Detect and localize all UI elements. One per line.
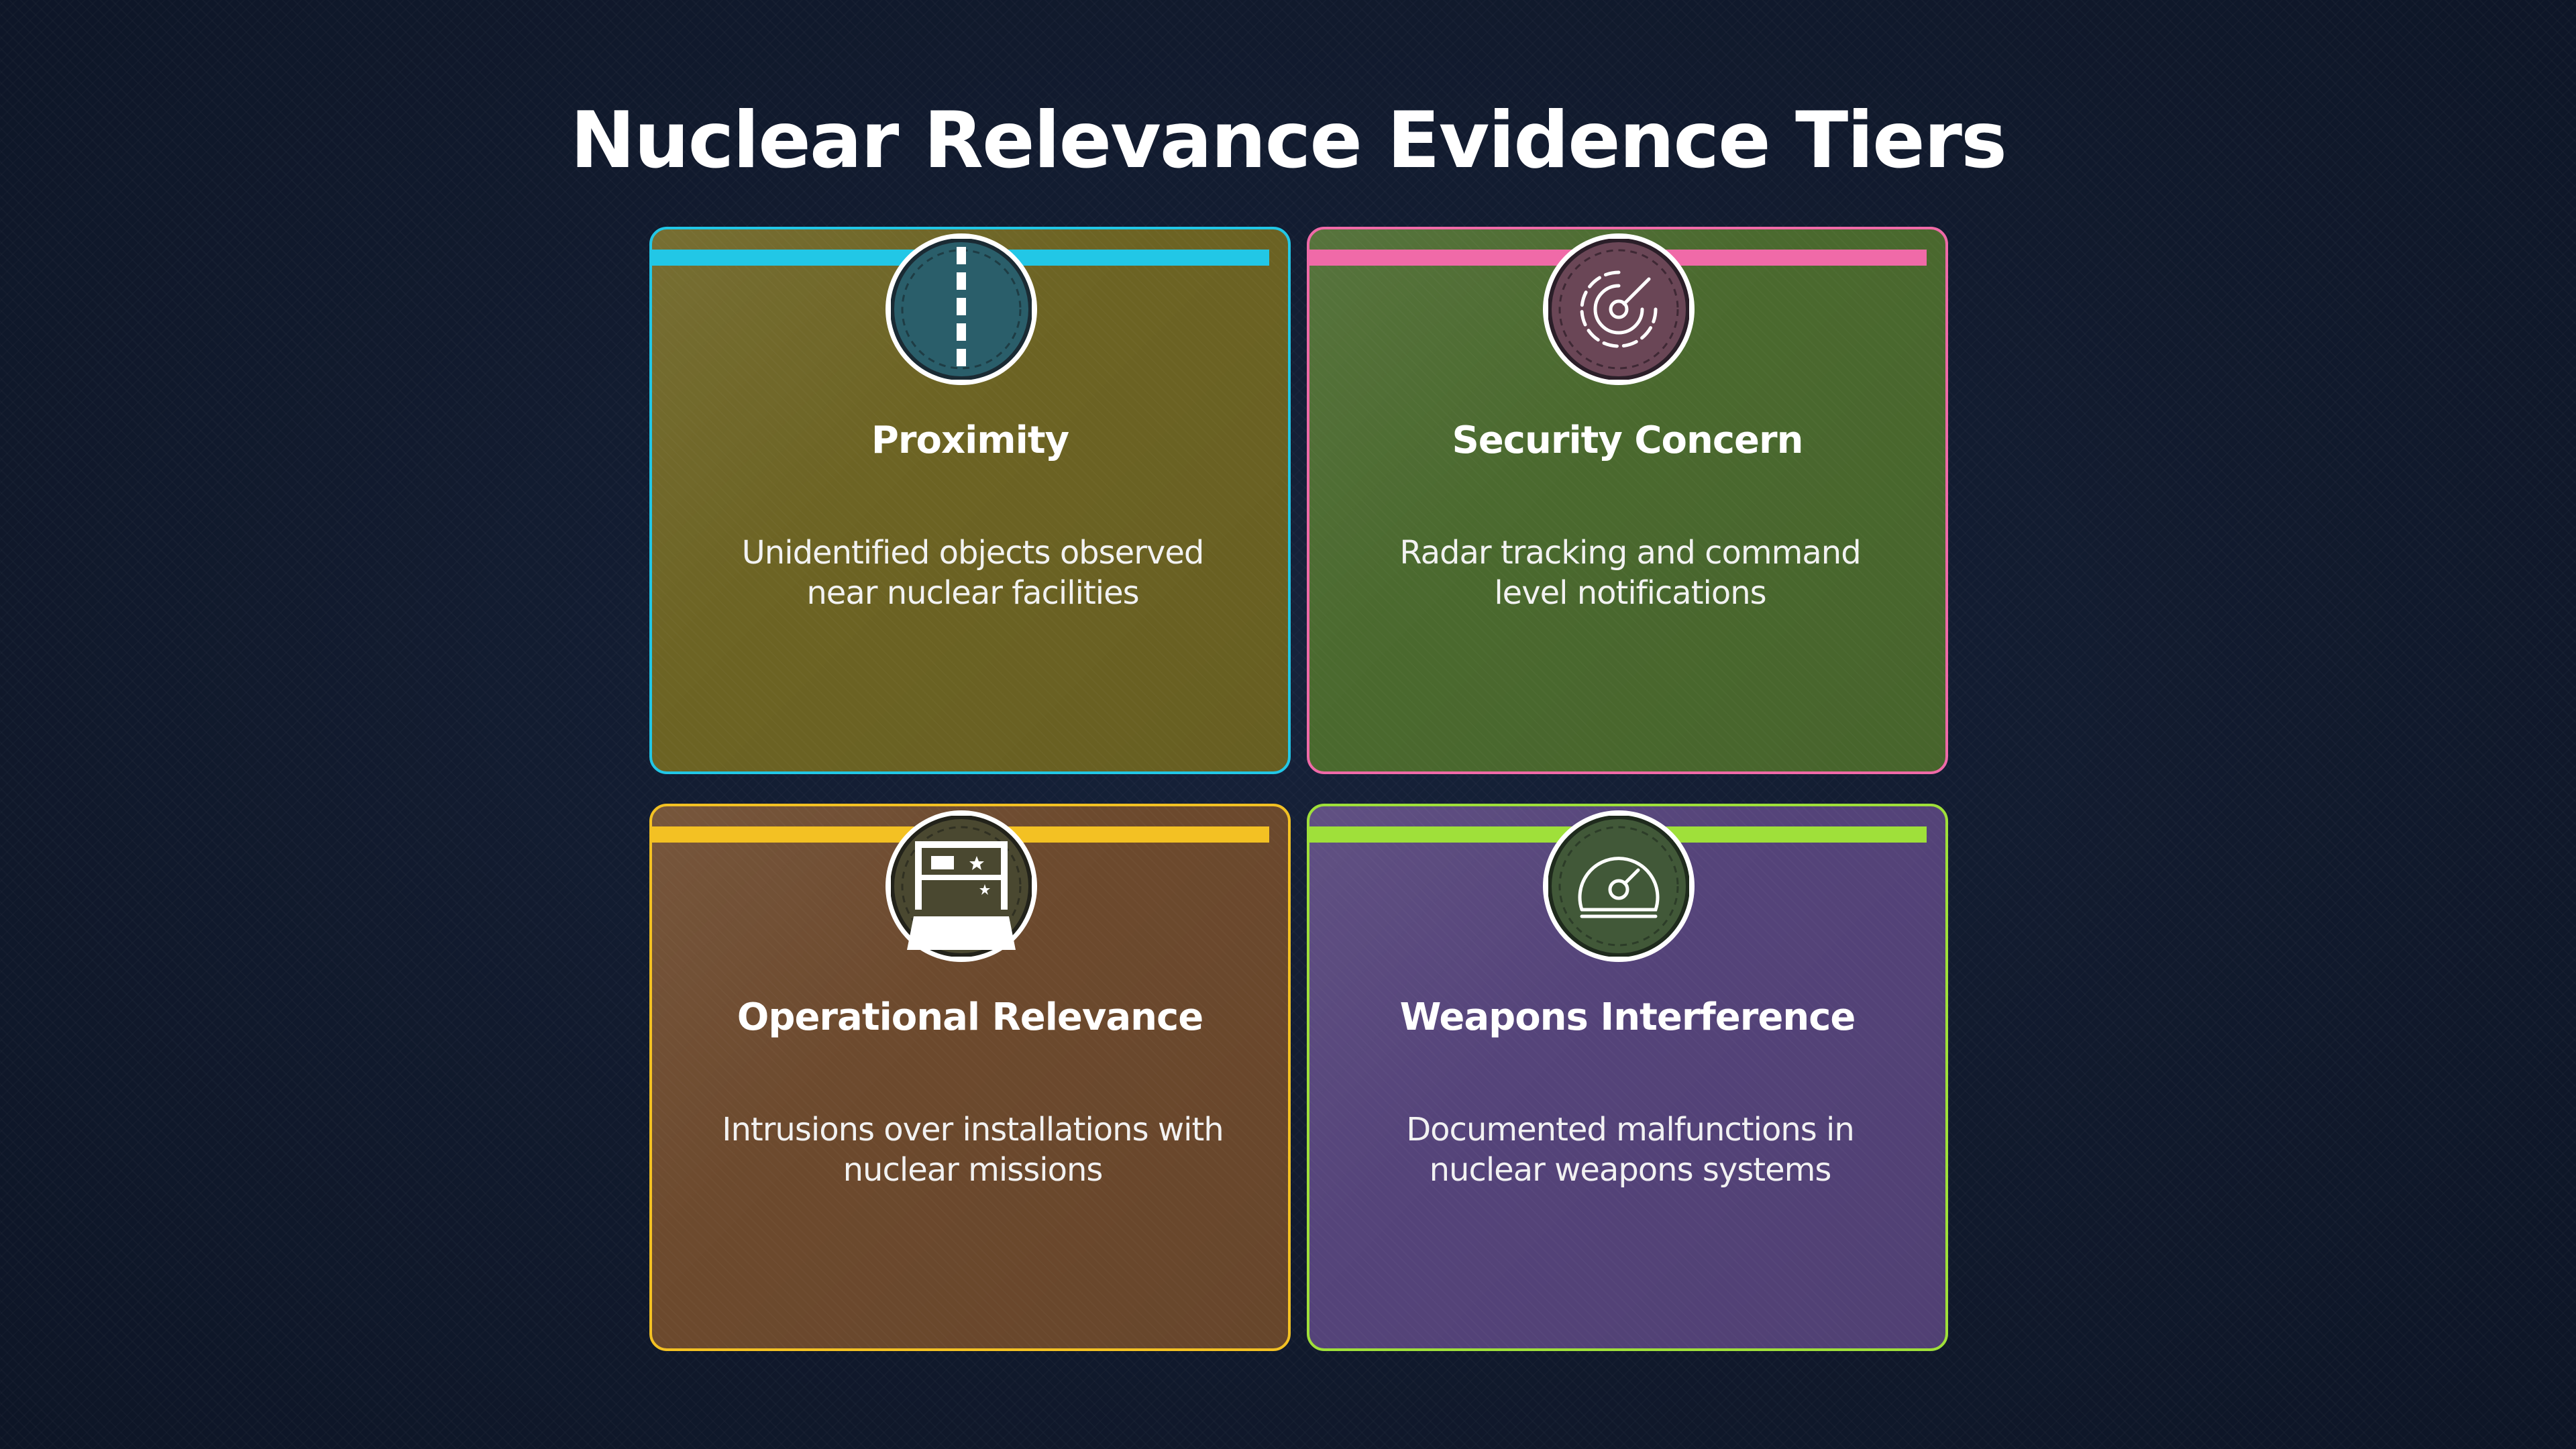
icon-badge bbox=[1543, 233, 1695, 385]
icon-badge bbox=[1543, 810, 1695, 962]
card-description: Radar tracking and command level notific… bbox=[1399, 534, 1861, 612]
card-description: Documented malfunctions in nuclear weapo… bbox=[1406, 1111, 1855, 1189]
page-title: Nuclear Relevance Evidence Tiers bbox=[570, 95, 2007, 186]
gauge-icon bbox=[1548, 816, 1689, 957]
card-title: Proximity bbox=[871, 419, 1069, 462]
tier-card-weapons-interference: Weapons Interference Documented malfunct… bbox=[1307, 804, 1948, 1351]
card-title: Weapons Interference bbox=[1399, 996, 1856, 1039]
card-title: Operational Relevance bbox=[737, 996, 1203, 1039]
tier-card-security-concern: Security Concern Radar tracking and comm… bbox=[1307, 227, 1948, 774]
radar-icon bbox=[1548, 239, 1689, 380]
tier-card-operational-relevance: Operational Relevance Intrusions over in… bbox=[649, 804, 1291, 1351]
road-icon bbox=[891, 239, 1032, 380]
installation-icon bbox=[891, 816, 1032, 957]
card-title: Security Concern bbox=[1452, 419, 1803, 462]
icon-badge bbox=[885, 810, 1037, 962]
tier-card-proximity: Proximity Unidentified objects observed … bbox=[649, 227, 1291, 774]
card-description: Intrusions over installations with nucle… bbox=[722, 1111, 1224, 1189]
card-description: Unidentified objects observed near nucle… bbox=[741, 534, 1205, 612]
icon-badge bbox=[885, 233, 1037, 385]
